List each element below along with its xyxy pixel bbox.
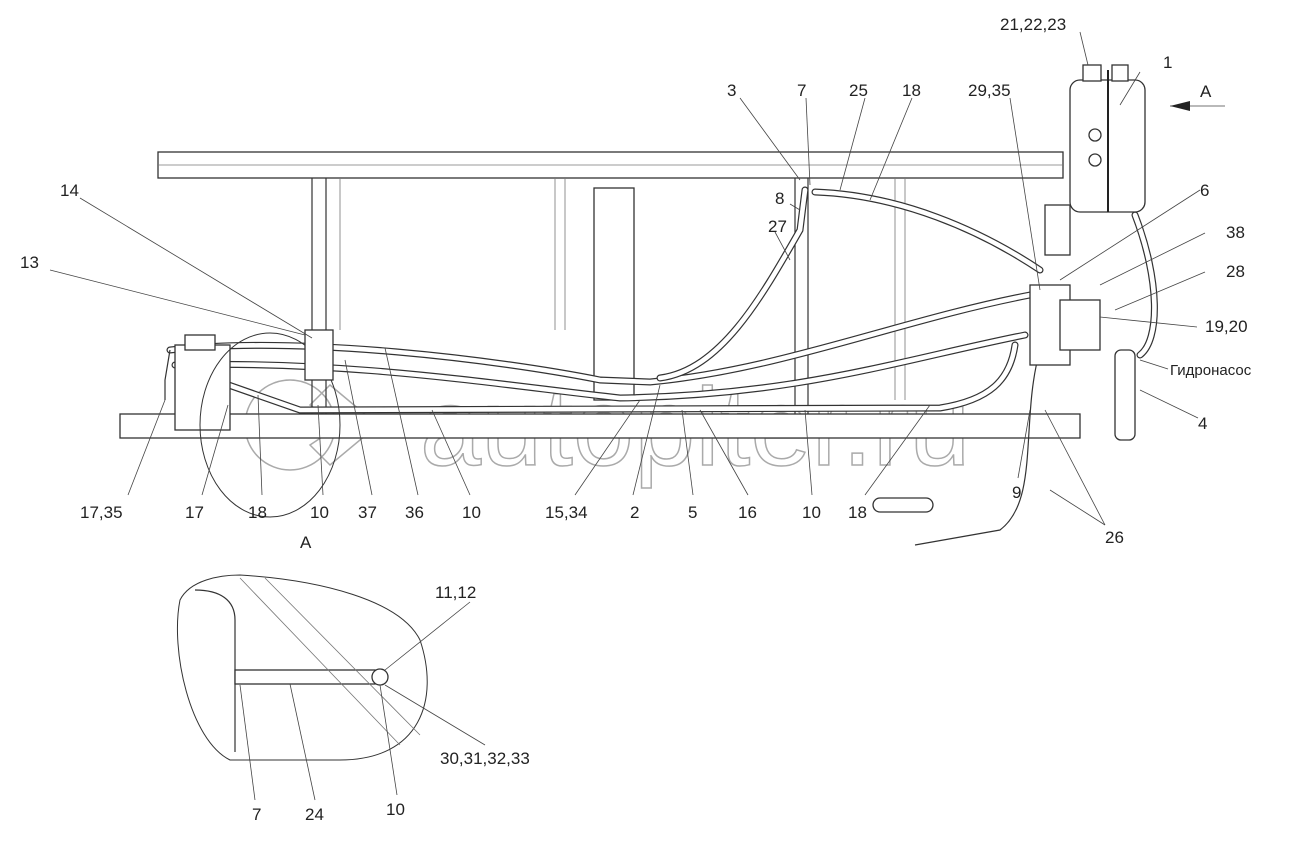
callout-27: 27 (768, 217, 787, 236)
clamp (304, 329, 334, 381)
detail-callout-10: 10 (386, 800, 405, 819)
hydraulic-pump (1114, 349, 1136, 441)
callout-16: 16 (738, 503, 757, 522)
hydraulic-pump-label: Гидронасос (1170, 362, 1252, 379)
callout-36: 36 (405, 503, 424, 522)
callout-labels: 21,22,23 1 A 3 7 25 18 29,35 6 38 28 19,… (20, 15, 1252, 824)
callout-3: 3 (727, 81, 736, 100)
callout-9: 9 (1012, 483, 1021, 502)
callout-10-left: 10 (310, 503, 329, 522)
callout-18-right: 18 (848, 503, 867, 522)
callout-10-right: 10 (802, 503, 821, 522)
detail-pipe (234, 669, 376, 685)
callout-2: 2 (630, 503, 639, 522)
callout-26: 26 (1105, 528, 1124, 547)
detail-callout-11-12: 11,12 (435, 583, 476, 602)
detail-callout-24: 24 (305, 805, 324, 824)
callout-17: 17 (185, 503, 204, 522)
leader-lines (49, 31, 1225, 801)
callout-4: 4 (1198, 414, 1207, 433)
callout-18: 18 (902, 81, 921, 100)
callout-18-left: 18 (248, 503, 267, 522)
callout-6: 6 (1200, 181, 1209, 200)
callout-19-20: 19,20 (1205, 317, 1248, 336)
detail-callout-7: 7 (252, 805, 261, 824)
callout-29-35: 29,35 (968, 81, 1011, 100)
callout-28: 28 (1226, 262, 1245, 281)
callout-38: 38 (1226, 223, 1245, 242)
view-a-label: A (300, 533, 312, 552)
callout-15-34: 15,34 (545, 503, 588, 522)
callout-5: 5 (688, 503, 697, 522)
callout-1: 1 (1163, 53, 1172, 72)
callout-7: 7 (797, 81, 806, 100)
detail-callout-30-33: 30,31,32,33 (440, 749, 530, 768)
callout-25: 25 (849, 81, 868, 100)
detail-view-a (177, 574, 428, 761)
callout-21-22-23: 21,22,23 (1000, 15, 1066, 34)
callout-14: 14 (60, 181, 79, 200)
callout-13: 13 (20, 253, 39, 272)
components (174, 64, 1146, 518)
callout-8: 8 (775, 189, 784, 208)
crossmember (593, 187, 635, 401)
callout-10-mid: 10 (462, 503, 481, 522)
callout-17-35: 17,35 (80, 503, 123, 522)
callout-37: 37 (358, 503, 377, 522)
view-arrow-label: A (1200, 82, 1212, 101)
